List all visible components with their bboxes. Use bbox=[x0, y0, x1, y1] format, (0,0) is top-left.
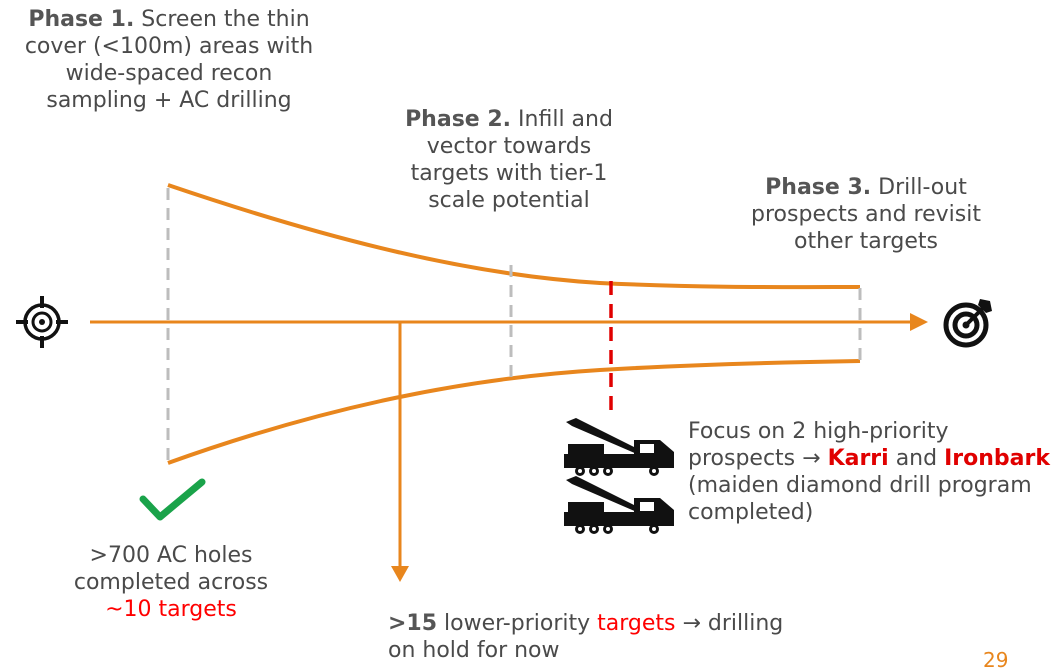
page-number: 29 bbox=[983, 648, 1009, 672]
focus-text1: Focus on 2 high-priority prospects → bbox=[688, 419, 949, 471]
branch-arrow-head bbox=[391, 566, 409, 582]
ac-holes-targets: ~10 targets bbox=[105, 597, 237, 622]
lower-priority-text2: → drilling on hold for now bbox=[388, 611, 784, 663]
phase3-description: Drill-out prospects and revisit other ta… bbox=[751, 175, 981, 254]
phase2-description: Infill and vector towards targets with t… bbox=[410, 107, 613, 213]
focus-text2: (maiden diamond drill program completed) bbox=[688, 473, 1032, 525]
focus-label: Focus on 2 high-priority prospects → Kar… bbox=[688, 418, 1058, 526]
funnel-top-curve bbox=[167, 183, 861, 290]
ironbark-prospect: Ironbark bbox=[944, 446, 1050, 471]
phase3-label: Phase 3. Drill-out prospects and revisit… bbox=[730, 174, 1002, 255]
focus-and: and bbox=[888, 446, 945, 471]
phase1-label: Phase 1. Screen the thin cover (<100m) a… bbox=[20, 6, 318, 114]
phase1-description: Screen the thin cover (<100m) areas with… bbox=[24, 7, 314, 113]
drill-rig-truck-icon bbox=[564, 476, 674, 534]
funnel-bottom-curve bbox=[167, 359, 861, 465]
bullseye-target-icon bbox=[943, 299, 992, 348]
lower-priority-targets: targets bbox=[597, 611, 676, 636]
ac-holes-line2: completed across bbox=[73, 570, 269, 595]
phase2-label: Phase 2. Infill and vector towards targe… bbox=[388, 106, 630, 214]
main-arrow-head bbox=[910, 313, 928, 331]
phase2-title: Phase 2. bbox=[405, 107, 512, 132]
checkmark-icon bbox=[139, 478, 206, 521]
ac-holes-line1: >700 AC holes bbox=[89, 543, 253, 568]
phase3-title: Phase 3. bbox=[765, 175, 872, 200]
ac-holes-label: >700 AC holes completed across ~10 targe… bbox=[45, 542, 297, 623]
crosshair-icon bbox=[16, 296, 68, 348]
lower-priority-text1: lower-priority bbox=[437, 611, 598, 636]
karri-prospect: Karri bbox=[827, 446, 889, 471]
phase1-title: Phase 1. bbox=[28, 7, 135, 32]
lower-priority-label: >15 lower-priority targets → drilling on… bbox=[388, 610, 788, 664]
drill-rig-truck-icon bbox=[564, 418, 674, 476]
lower-priority-count: >15 bbox=[388, 611, 438, 636]
